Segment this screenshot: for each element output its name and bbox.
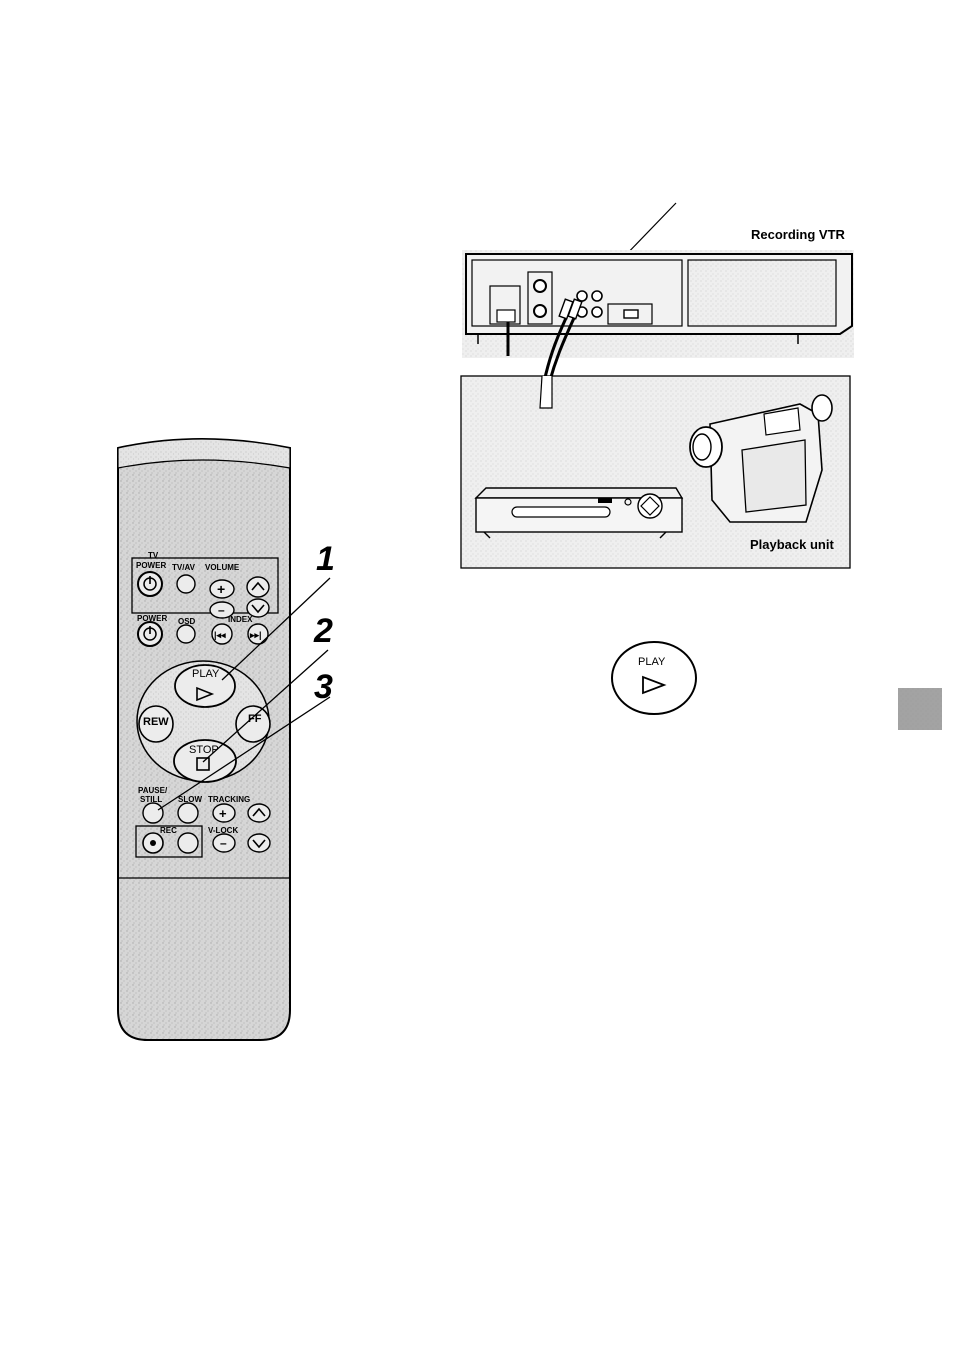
recording-vtr — [462, 250, 854, 392]
playback-unit-label: Playback unit — [750, 537, 834, 552]
play-button-icon — [612, 642, 696, 714]
recording-vtr-label: Recording VTR — [751, 227, 845, 242]
play-icon-label: PLAY — [638, 656, 665, 668]
